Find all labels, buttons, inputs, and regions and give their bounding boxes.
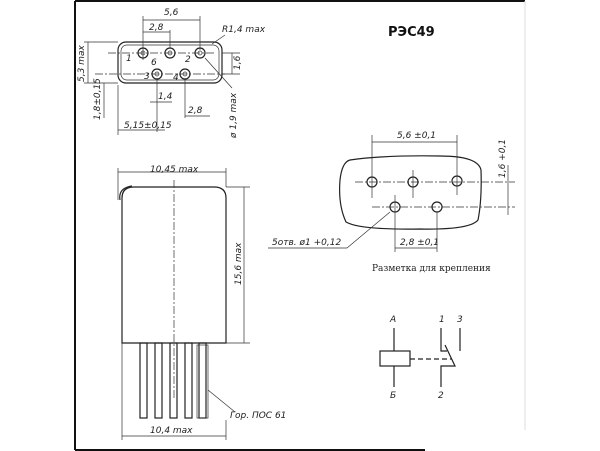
- dim-offset-x: 1,4: [158, 92, 173, 102]
- dim-pitch-bottom: 2,8: [188, 106, 203, 116]
- coil-terminal-a: А: [389, 315, 396, 325]
- dim-width: 10,45 max: [150, 165, 199, 175]
- holes-note: 5отв. ø1 +0,12: [272, 238, 341, 248]
- title: РЭС49: [388, 25, 435, 40]
- dim-radius: R1,4 max: [222, 25, 266, 35]
- solder-note: Гор. ПОС 61: [230, 411, 286, 421]
- dim-offset-y: 1,8±0,15: [93, 78, 103, 120]
- side-view: 10,45 max 15,6 max 10,4 max Гор. ПОС 61: [117, 165, 286, 440]
- mounting-dim-pitch-total: 5,6 ±0,1: [397, 131, 436, 141]
- dim-height-side: 15,6 max: [234, 242, 244, 285]
- pin-label-6: 6: [151, 58, 157, 68]
- mounting-view: 5,6 ±0,1 1,6 +0,1 2,8 ±0,1 5отв. ø1 +0,1…: [268, 131, 515, 274]
- dim-base-width: 10,4 max: [150, 426, 193, 436]
- pins: [139, 342, 209, 419]
- coil-terminal-b: Б: [390, 391, 396, 401]
- dim-pin-diameter: ø 1,9 max: [229, 92, 239, 139]
- pin-label-1: 1: [126, 54, 132, 64]
- contact-2: 2: [438, 391, 444, 401]
- dim-pitch: 2,8: [149, 23, 164, 33]
- contact-3: 3: [457, 315, 463, 325]
- dim-from-edge: 5,15±0,15: [124, 121, 172, 131]
- mounting-caption: Разметка для крепления: [372, 264, 491, 274]
- pin-label-3: 3: [144, 72, 150, 82]
- dim-pitch-total: 5,6: [164, 8, 179, 18]
- mounting-dim-pitch: 2,8 ±0,1: [400, 238, 439, 248]
- mounting-dim-row-offset: 1,6 +0,1: [498, 139, 508, 178]
- top-view: 5,6 2,8 R1,4 max 5,3 max 1,6 1,8±0,15 1,…: [77, 8, 266, 139]
- relay-schematic: А Б 1 3 2: [379, 315, 463, 401]
- dim-height: 5,3 max: [77, 45, 87, 82]
- pin-label-4: 4: [173, 73, 179, 83]
- contact-1: 1: [439, 315, 445, 325]
- dim-row-offset: 1,6: [233, 55, 243, 70]
- pin-label-2: 2: [185, 55, 191, 65]
- frame: [74, 0, 526, 451]
